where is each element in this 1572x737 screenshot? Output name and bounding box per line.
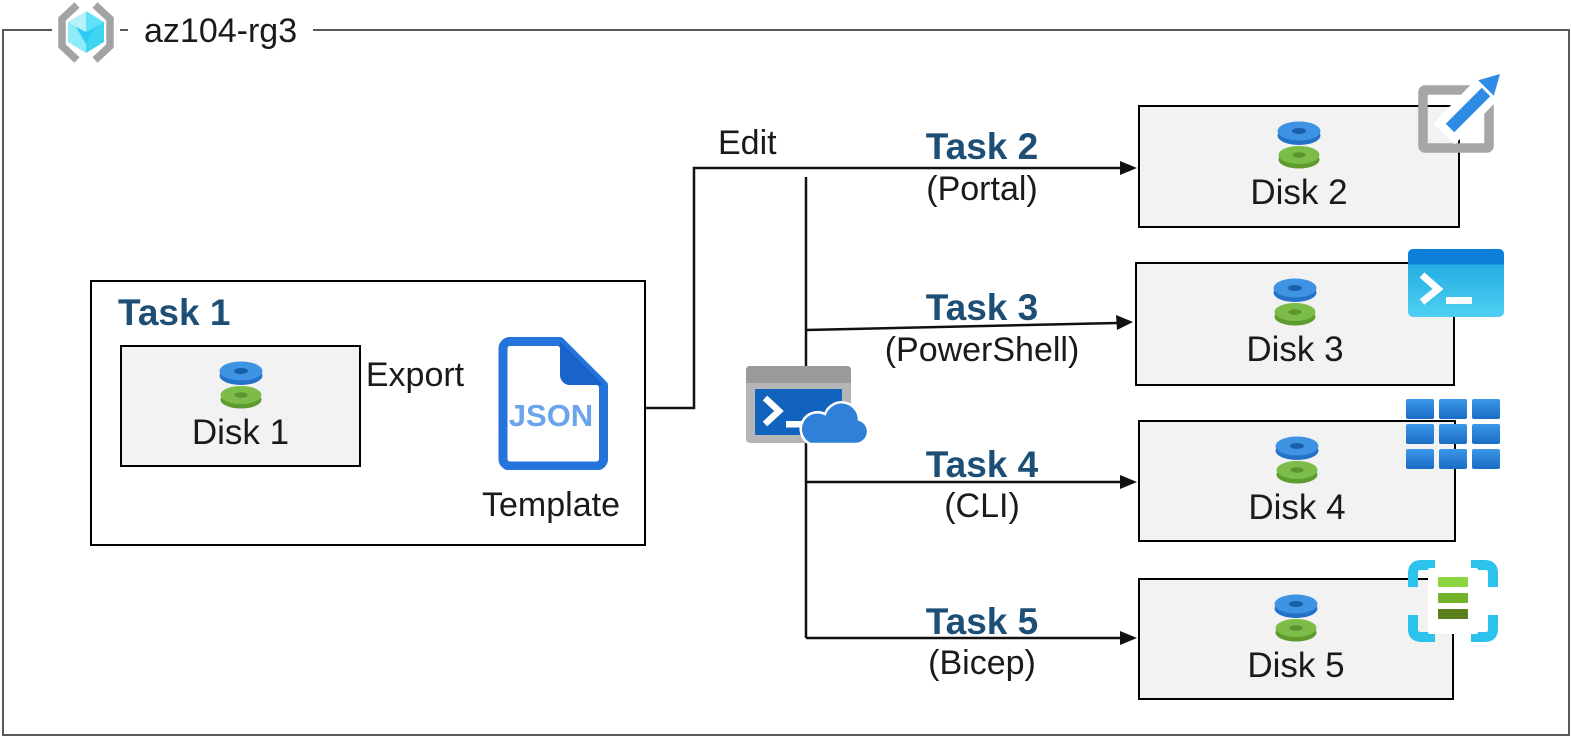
resource-group-boundary	[2, 29, 1570, 736]
edit-label: Edit	[718, 124, 777, 162]
disk2-box: Disk 2	[1138, 105, 1460, 228]
managed-disk-icon	[1275, 436, 1319, 484]
disk1-box: Disk 1	[120, 345, 361, 467]
portal-launch-icon	[1418, 68, 1508, 153]
cloud-shell-icon	[746, 366, 868, 446]
resource-group-name: az104-rg3	[128, 8, 314, 54]
azure-cli-icon	[1406, 399, 1500, 469]
task3-label: Task 3	[925, 287, 1039, 328]
disk5-box: Disk 5	[1138, 578, 1454, 700]
task5-label: Task 5	[925, 601, 1039, 642]
task5-method: (Bicep)	[928, 644, 1036, 682]
managed-disk-icon	[1273, 278, 1317, 326]
resource-group-icon	[52, 0, 120, 64]
disk1-label: Disk 1	[191, 413, 290, 452]
disk4-box: Disk 4	[1138, 420, 1456, 542]
managed-disk-icon	[1277, 121, 1321, 169]
disk4-label: Disk 4	[1248, 488, 1346, 527]
managed-disk-icon	[219, 361, 262, 409]
disk3-box: Disk 3	[1135, 262, 1455, 386]
disk5-label: Disk 5	[1247, 646, 1345, 685]
export-label: Export	[365, 356, 465, 394]
task1-label: Task 1	[118, 292, 231, 333]
managed-disk-icon	[1274, 594, 1318, 642]
disk2-label: Disk 2	[1250, 173, 1348, 212]
template-label: Template	[482, 486, 620, 524]
task4-label: Task 4	[925, 444, 1039, 485]
task2-label: Task 2	[925, 126, 1039, 167]
powershell-icon	[1408, 249, 1504, 317]
disk3-label: Disk 3	[1246, 330, 1344, 369]
json-template-icon: JSON	[498, 337, 608, 470]
json-doc-text: JSON	[509, 398, 593, 433]
task2-method: (Portal)	[926, 170, 1038, 208]
bicep-template-icon	[1408, 560, 1498, 642]
task4-method: (CLI)	[944, 487, 1020, 525]
task3-method: (PowerShell)	[884, 331, 1080, 369]
